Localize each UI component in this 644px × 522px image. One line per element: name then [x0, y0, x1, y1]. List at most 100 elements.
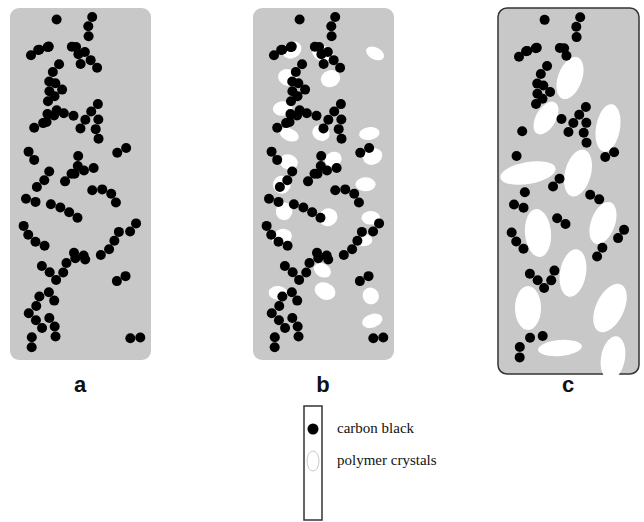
panel-label: a [74, 372, 86, 398]
carbon-black-particle [304, 258, 314, 268]
carbon-black-particle [288, 267, 298, 277]
carbon-black-particle [339, 250, 349, 260]
carbon-black-particle [548, 182, 558, 192]
carbon-black-particle [613, 233, 623, 243]
carbon-black-particle [597, 243, 607, 253]
carbon-black-particle [277, 291, 287, 301]
polymer-crystal [592, 102, 624, 153]
carbon-black-particle [538, 331, 548, 341]
carbon-black-particle [50, 321, 60, 331]
carbon-black-particle [556, 114, 566, 124]
carbon-black-particle [364, 143, 374, 153]
carbon-black-particle [531, 99, 541, 109]
carbon-black-particle [24, 308, 34, 318]
carbon-black-particle [30, 237, 40, 247]
carbon-black-particle [289, 199, 299, 209]
carbon-black-particle [297, 59, 307, 69]
carbon-black-particle [293, 321, 303, 331]
polymer-crystal [310, 122, 333, 144]
carbon-black-particle [507, 227, 517, 237]
carbon-black-particle [515, 342, 525, 352]
carbon-black-particle [294, 331, 304, 341]
carbon-black-particle [71, 42, 81, 52]
carbon-black-particle [52, 15, 62, 25]
carbon-black-particle [521, 46, 531, 56]
carbon-black-particle [39, 175, 49, 185]
carbon-black-particle [532, 89, 542, 99]
carbon-black-particle [511, 237, 521, 247]
carbon-black-particle [287, 86, 297, 96]
polymer-crystal [358, 126, 380, 142]
carbon-black-particle [307, 207, 317, 217]
carbon-black-particle [364, 271, 374, 281]
carbon-black-particle [316, 151, 326, 161]
carbon-black-particle [329, 55, 339, 65]
carbon-black-particle [270, 332, 280, 342]
carbon-black-particle [285, 117, 295, 127]
carbon-black-particle [292, 110, 302, 120]
carbon-black-particle [336, 99, 346, 109]
carbon-black-particle [323, 255, 333, 265]
carbon-black-particle [73, 161, 83, 171]
carbon-black-particle [72, 213, 82, 223]
carbon-black-particle [609, 147, 619, 157]
carbon-black-particle [80, 115, 90, 125]
carbon-black-particle [61, 258, 71, 268]
carbon-black-particle [571, 22, 581, 32]
carbon-black-particle [43, 42, 53, 52]
carbon-black-particle [46, 199, 56, 209]
legend-text: polymer crystals [337, 452, 437, 469]
carbon-black-particle [97, 184, 107, 194]
carbon-black-particle [24, 147, 34, 157]
polymer-crystal [551, 53, 589, 103]
carbon-black-particle [125, 333, 135, 343]
carbon-black-particle [619, 225, 629, 235]
carbon-black-particle [48, 67, 58, 77]
particle-layer [499, 12, 634, 381]
carbon-black-particle [378, 332, 388, 342]
carbon-black-particle [92, 63, 102, 73]
carbon-black-particle [86, 55, 96, 65]
carbon-black-particle [19, 221, 29, 231]
polymer-crystal [556, 247, 590, 299]
carbon-black-particle [552, 213, 562, 223]
carbon-black-particle [294, 275, 304, 285]
carbon-black-particle [368, 333, 378, 343]
carbon-black-particle [329, 107, 339, 117]
polymer-crystal [364, 44, 387, 63]
carbon-black-particle [272, 155, 282, 165]
carbon-black-particle [310, 169, 320, 179]
carbon-black-particle [368, 226, 378, 236]
carbon-black-particle [319, 59, 329, 69]
carbon-black-particle [34, 291, 44, 301]
carbon-black-particle [262, 221, 272, 231]
carbon-black-particle [326, 21, 336, 31]
carbon-black-particle [332, 163, 342, 173]
polymer-crystal [515, 286, 541, 330]
carbon-black-particle [600, 152, 610, 162]
carbon-black-particle [70, 253, 80, 263]
carbon-black-particle [592, 252, 602, 262]
carbon-black-particle [575, 12, 585, 22]
carbon-black-particle [291, 67, 301, 77]
legend-dot-sample [308, 424, 319, 435]
carbon-black-particle [318, 123, 328, 133]
carbon-black-particle [83, 21, 93, 31]
polymer-crystal [537, 338, 582, 358]
carbon-black-particle [59, 108, 69, 118]
carbon-black-particle [87, 185, 97, 195]
carbon-black-particle [96, 250, 106, 260]
carbon-black-particle [37, 261, 47, 271]
carbon-black-particle [509, 200, 519, 210]
carbon-black-particle [287, 287, 297, 297]
particle-layer [19, 12, 146, 352]
carbon-black-particle [581, 102, 591, 112]
carbon-black-particle [266, 230, 276, 240]
carbon-black-particle [517, 126, 527, 136]
carbon-black-particle [274, 301, 284, 311]
carbon-black-particle [87, 12, 97, 22]
carbon-black-particle [579, 128, 589, 138]
carbon-black-particle [80, 47, 90, 57]
carbon-black-particle [67, 169, 77, 179]
carbon-black-particle [280, 261, 290, 271]
